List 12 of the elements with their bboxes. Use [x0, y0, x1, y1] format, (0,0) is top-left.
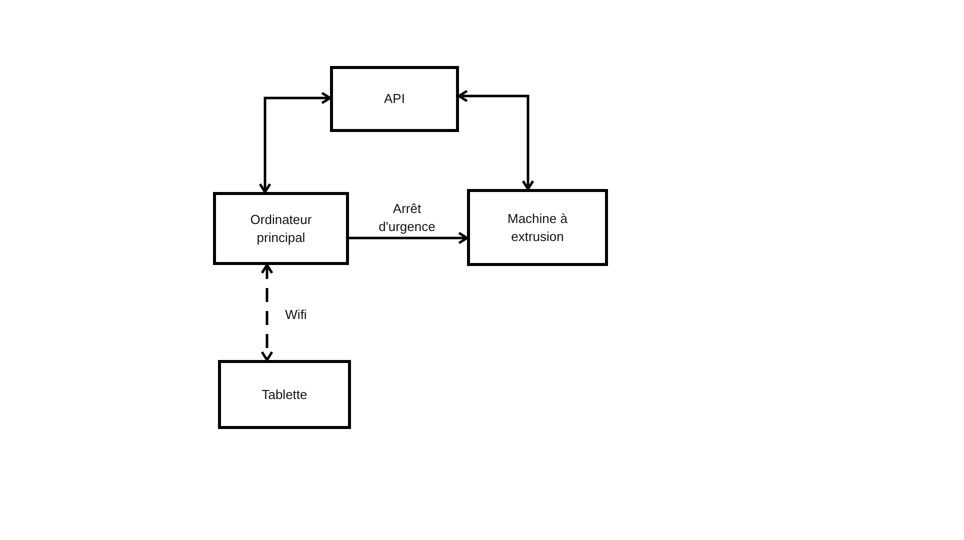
box-label: API	[384, 90, 405, 108]
arrow	[349, 232, 468, 244]
arrow	[260, 264, 274, 362]
box-label: Machine à extrusion	[506, 210, 568, 246]
arrow	[458, 90, 534, 190]
box-label: Tablette	[262, 386, 308, 404]
box-label: Ordinateur principal	[249, 210, 313, 246]
process-box	[218, 360, 351, 429]
arrow	[258, 92, 332, 194]
process-box	[467, 189, 608, 266]
process-box	[213, 192, 349, 265]
process-box	[330, 66, 459, 132]
